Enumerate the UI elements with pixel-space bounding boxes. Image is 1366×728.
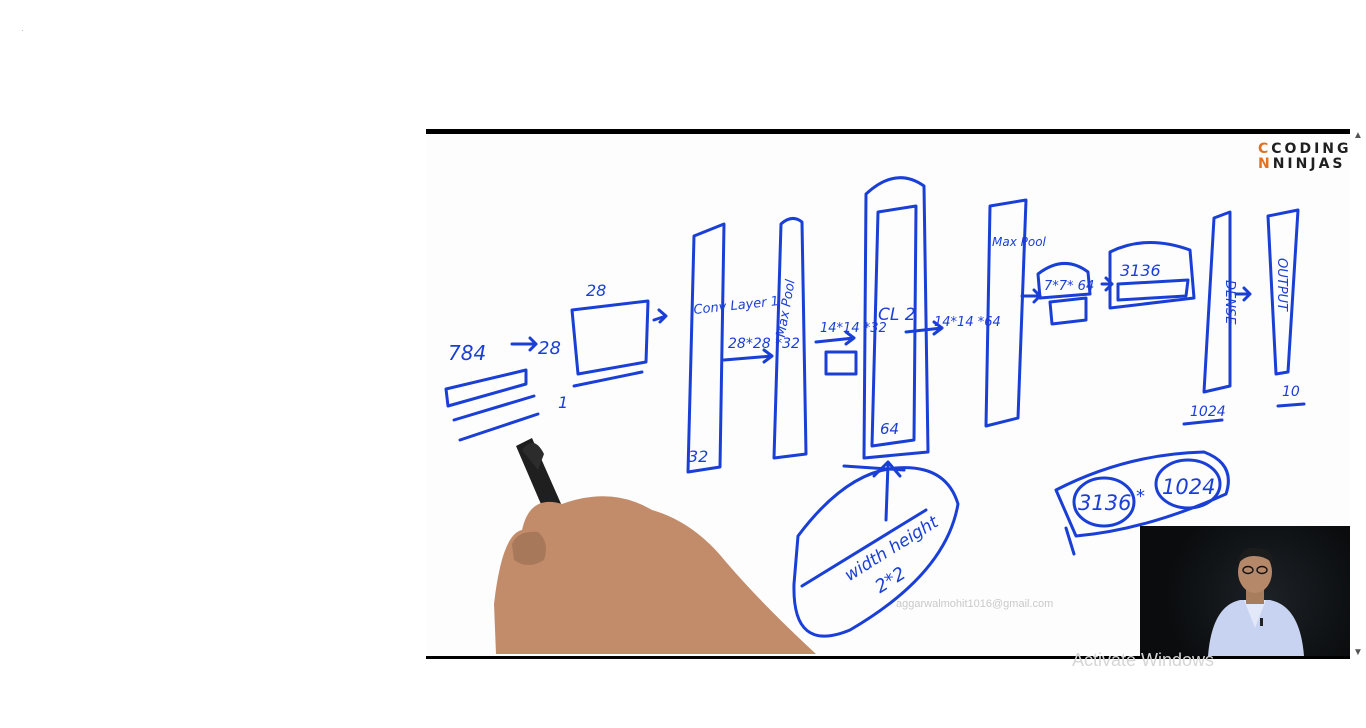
input-size-label: 784 <box>448 341 486 365</box>
image-box <box>570 299 650 376</box>
presenter-figure <box>1208 547 1304 656</box>
logo-line1: CODING <box>1271 141 1350 157</box>
output-label: OUTPUT <box>1274 258 1289 312</box>
channel-label: 1 <box>558 393 568 412</box>
weights-note-outline <box>1054 450 1230 538</box>
conv1-label: Conv Layer 1 <box>693 294 780 318</box>
reshape-label: 28 <box>538 338 561 359</box>
weights-left-label: 3136 <box>1078 491 1131 515</box>
scroll-up-icon[interactable]: ▲ <box>1353 130 1363 141</box>
logo-line2: NINJAS <box>1272 156 1346 172</box>
pool2-block <box>984 198 1028 428</box>
conv2-outer <box>862 176 930 460</box>
pool1-output-label: 14*14 *32 <box>820 321 887 336</box>
conv1-output-label: 28*28 *32 <box>728 336 800 352</box>
conv1-filters-label: 32 <box>688 447 708 466</box>
weights-left-circle <box>1072 476 1136 528</box>
dense-block <box>1202 210 1232 394</box>
conv2-output-label: 14*14 *64 <box>934 315 1001 330</box>
activate-windows-watermark: Activate Windows <box>1072 650 1215 670</box>
conv1-block <box>686 222 726 474</box>
flatten-outer <box>1108 241 1196 310</box>
conv2-inner <box>870 204 918 448</box>
presenter-hand <box>494 438 816 654</box>
pool1-depth-box <box>824 350 858 376</box>
reshape-box <box>1036 262 1092 300</box>
pool2-output-label: 7*7* 64 <box>1044 279 1094 294</box>
weights-right-label: 1024 <box>1162 475 1215 499</box>
weights-right-circle <box>1154 458 1222 510</box>
pool1-block <box>772 217 808 460</box>
email-watermark: aggarwalmohit1016@gmail.com <box>896 598 1054 610</box>
output-block <box>1266 208 1300 376</box>
output-units-label: 10 <box>1282 384 1300 400</box>
pool2-label: Max Pool <box>992 235 1047 249</box>
conv2-filters-label: 64 <box>880 420 899 438</box>
weights-operator-label: * <box>1136 486 1145 507</box>
stray-dot <box>22 30 23 31</box>
dense-units-label: 1024 <box>1190 404 1226 420</box>
conv2-label: CL 2 <box>878 305 916 325</box>
presenter-webcam <box>1140 526 1350 656</box>
input-vector-shape <box>444 368 528 408</box>
whiteboard: 784 28 1 28 Conv Layer 1 32 28*28 *32 Ma… <box>444 176 1306 654</box>
brand-logo: CCODING NNINJAS <box>1258 141 1350 172</box>
lecture-video-frame[interactable]: 784 28 1 28 Conv Layer 1 32 28*28 *32 Ma… <box>426 129 1350 659</box>
dense-label: DENSE <box>1222 280 1237 325</box>
flatten-size-label: 3136 <box>1120 261 1161 280</box>
depth-64-box <box>1048 296 1088 326</box>
scroll-down-icon[interactable]: ▼ <box>1353 647 1363 658</box>
kernel-note-outline <box>792 466 960 638</box>
image-side-label: 28 <box>586 281 606 300</box>
flatten-inner <box>1116 278 1190 302</box>
